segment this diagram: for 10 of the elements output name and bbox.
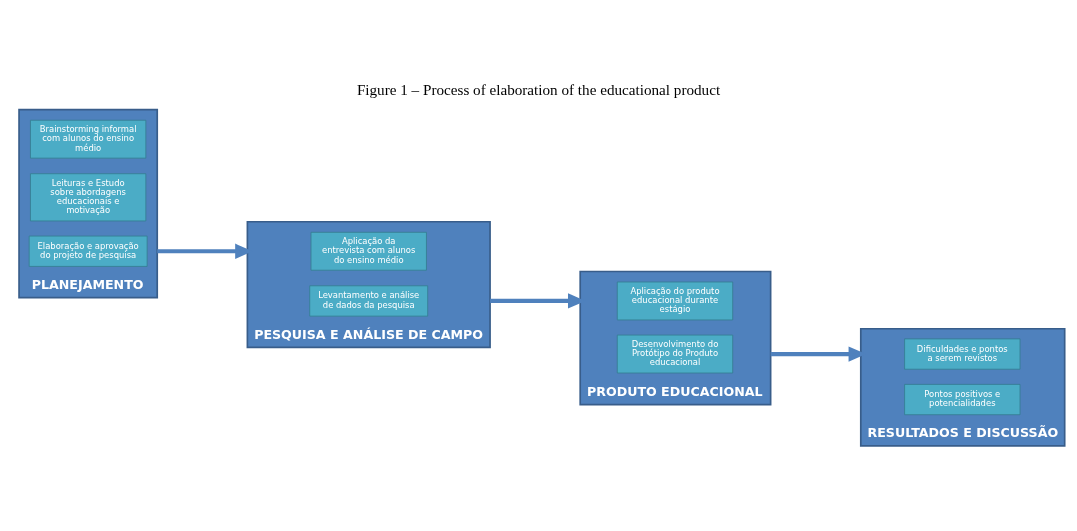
node-box: Pontos positivos e potencialidades xyxy=(904,383,1021,415)
node-box: Dificuldades e pontos a serem revistos xyxy=(904,337,1021,370)
diagram-title: Figure 1 – Process of elaboration of the educational product xyxy=(356,80,721,98)
node-box: Aplicação da entrevista com alunos do ensino médio xyxy=(310,231,427,271)
node-box: Aplicação do produto educacional durante estágio xyxy=(616,281,734,320)
node-box: Levantamento e análise de dados da pesquisa xyxy=(309,284,429,317)
node-box: Leituras e Estudo sobre abordagens educacionais e motivação xyxy=(30,172,147,221)
node-box: Brainstorming informal com alunos do ensino médio xyxy=(30,119,147,159)
node-box: Elaboração e aprovação do projeto de pesquisa xyxy=(28,235,148,267)
node-box: Desenvolvimento do Protótipo do Produto educacional xyxy=(616,334,734,373)
